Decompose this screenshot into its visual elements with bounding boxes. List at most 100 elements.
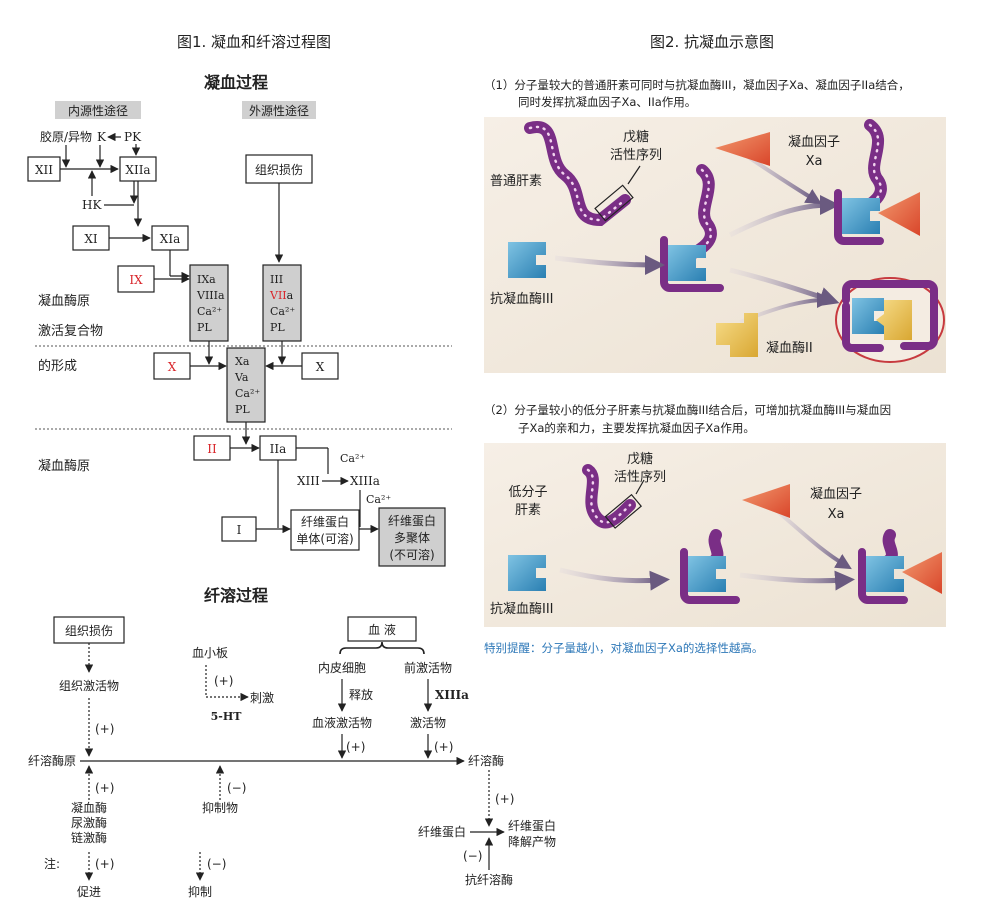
stage-label-complex: 激活复合物	[38, 324, 103, 339]
ixa-line-2: VIIIa	[196, 289, 225, 302]
pre-activator-label: 前激活物	[404, 660, 452, 675]
blood-label: 血 液	[368, 622, 396, 637]
fibrin-polymer-line-1: 纤维蛋白	[388, 513, 436, 528]
fibrin-products-line-1: 纤维蛋白	[508, 818, 556, 833]
factor-xa-shape-2	[742, 484, 790, 518]
antithrombin-shape-1	[508, 242, 546, 278]
pentasaccharide-1-line-2: 活性序列	[610, 148, 662, 163]
xi-label: XI	[84, 232, 98, 246]
release-label: 释放	[349, 687, 373, 702]
ixa-line-4: PL	[197, 321, 212, 334]
extrinsic-label: 外源性途径	[249, 103, 309, 118]
plus-blood-activator: (+)	[346, 740, 365, 754]
coag-title: 凝血过程	[204, 73, 268, 92]
antithrombin-1-label: 抗凝血酶III	[490, 291, 554, 307]
stage-label-formation: 的形成	[38, 358, 77, 374]
enzyme-urokinase: 尿激酶	[71, 815, 107, 830]
promote-label: 促进	[77, 885, 101, 899]
pentasaccharide-2-line-2: 活性序列	[614, 470, 666, 485]
ixa-line-1: IXa	[197, 273, 216, 286]
ca-label-b: Ca²⁺	[366, 493, 391, 506]
activator-label: 激活物	[410, 716, 446, 730]
ii-box	[193, 435, 231, 461]
iia-label: IIa	[270, 442, 287, 456]
xa-line-2: Va	[234, 371, 249, 384]
antithrombin-shape-2	[508, 555, 546, 591]
iii-line-4: PL	[270, 321, 285, 334]
factor-xa-1-line-2: Xa	[806, 154, 823, 169]
pentasaccharide-1-line-1: 戊糖	[623, 129, 649, 145]
factor-xa-shape-1	[715, 132, 770, 166]
blood-activator-label: 血液激活物	[312, 715, 372, 730]
xiiia-activator-label: XIIIa	[435, 688, 469, 702]
minus-inhibitor: (−)	[227, 781, 246, 795]
p1-line-2: 同时发挥抗凝血因子Xa、IIa作用。	[518, 95, 696, 109]
fibrin-polymer-line-2: 多聚体	[394, 531, 430, 545]
stimulate-label: 刺激	[250, 691, 274, 705]
antithrombin-2-label: 抗凝血酶III	[490, 601, 554, 617]
hk-label: HK	[82, 198, 102, 212]
ixa-complex-box	[189, 264, 229, 342]
xiii-label: XIII	[297, 474, 320, 488]
fib-tissue-injury-label: 组织损伤	[65, 624, 113, 638]
special-note: 特别提醒：分子量越小，对凝血因子Xa的选择性越高。	[484, 641, 763, 655]
xii-box	[27, 156, 61, 182]
fibrin-monomer-line-1: 纤维蛋白	[301, 514, 349, 529]
tissue-injury-label: 组织损伤	[255, 163, 303, 177]
plus-tissue: (+)	[95, 722, 114, 736]
viia-red-part: VII	[269, 289, 287, 302]
intrinsic-label: 内源性途径	[68, 103, 128, 118]
fibrin-polymer-box	[378, 507, 446, 567]
blood-box	[347, 616, 417, 642]
p1-line-1: （1）分子量较大的普通肝素可同时与抗凝血酶III，凝血因子Xa、凝血因子IIa结…	[484, 78, 910, 92]
x-left-label: X	[168, 360, 177, 374]
ix-label: IX	[129, 273, 143, 287]
xia-box	[151, 225, 189, 251]
thrombin-shape	[716, 313, 758, 357]
lmw-heparin-chain	[582, 464, 636, 529]
stage-label-prothrombin-activator: 凝血酶原	[38, 293, 90, 309]
p2-line-1: （2）分子量较小的低分子肝素与抗凝血酶III结合后，可增加抗凝血酶III与凝血因	[484, 403, 891, 417]
x-right-label: X	[316, 360, 325, 374]
plus-activator: (+)	[434, 740, 453, 754]
platelet-label: 血小板	[192, 646, 228, 660]
fibrin-polymer-line-3: (不可溶)	[389, 547, 434, 562]
ca-label-a: Ca²⁺	[340, 452, 365, 465]
plus-enzymes: (+)	[95, 781, 114, 795]
lmw-heparin-line-2: 肝素	[515, 503, 541, 518]
factor-xa-2-line-1: 凝血因子	[810, 486, 862, 502]
i-label: I	[237, 523, 242, 537]
iii-line-3: Ca²⁺	[270, 305, 295, 318]
plus-platelet: (+)	[214, 674, 233, 688]
k-label: K	[97, 130, 107, 144]
inhibitor-label: 抑制物	[202, 800, 238, 815]
fig1-caption: 图1. 凝血和纤溶过程图	[177, 33, 331, 51]
heparin-label: 普通肝素	[490, 174, 542, 189]
collagen-label: 胶原/异物	[40, 129, 92, 144]
viia-tail: a	[287, 289, 294, 302]
fibrin-label: 纤维蛋白	[418, 824, 466, 839]
fibrin-monomer-line-2: 单体(可溶)	[296, 531, 353, 546]
ixa-line-3: Ca²⁺	[197, 305, 222, 318]
fib-title: 纤溶过程	[204, 586, 268, 605]
enzyme-thrombin: 凝血酶	[71, 800, 107, 815]
xii-label: XII	[35, 163, 53, 177]
tissue-activator-label: 组织激活物	[59, 679, 119, 693]
xia-label: XIa	[160, 232, 180, 246]
lmw-heparin-line-1: 低分子	[508, 485, 547, 500]
fibrin-monomer-box	[290, 509, 360, 551]
iii-complex-box	[262, 264, 302, 342]
pentasaccharide-2-line-1: 戊糖	[627, 451, 653, 467]
xa-complex-box	[226, 347, 266, 423]
iia-box	[259, 435, 297, 461]
note-label: 注:	[44, 856, 60, 871]
fib-tissue-injury-box	[53, 616, 125, 644]
xa-line-4: PL	[235, 403, 250, 416]
ix-box	[117, 265, 155, 293]
thrombin-label: 凝血酶II	[766, 340, 813, 356]
p2-line-2: 子Xa的亲和力，主要发挥抗凝血因子Xa作用。	[518, 421, 755, 435]
plus-note: (+)	[95, 857, 114, 871]
factor-xa-2-line-2: Xa	[828, 507, 845, 522]
enzyme-streptokinase: 链激酶	[71, 830, 107, 845]
